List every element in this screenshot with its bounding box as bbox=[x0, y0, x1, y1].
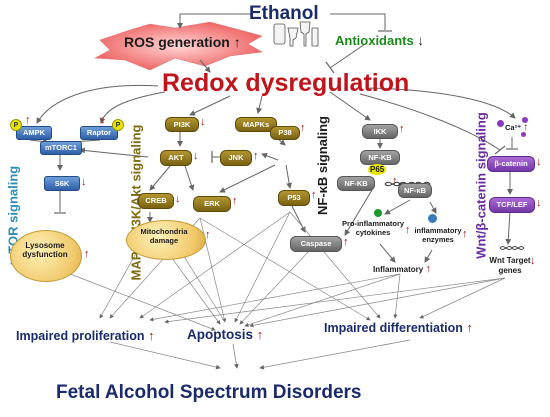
raptor-down-arrow: ↓ bbox=[100, 114, 106, 126]
jnk-node: JNK bbox=[220, 150, 252, 166]
inflammatory-up-arrow: ↑ bbox=[425, 263, 431, 275]
ros-burst bbox=[93, 21, 263, 71]
cytokine-dot-icon bbox=[374, 209, 382, 217]
nfkb-signaling-label: NF-κB signaling bbox=[315, 116, 330, 215]
nfkb-node-p65: NF-KB bbox=[337, 176, 375, 191]
calcium-dot-icon bbox=[497, 120, 504, 127]
p65-label: P65 bbox=[368, 164, 387, 175]
antioxidants-text: Antioxidants bbox=[335, 33, 414, 48]
ros-generation-label: ROS generation ↑ bbox=[124, 35, 241, 49]
creb-down-arrow: ↓ bbox=[175, 193, 181, 205]
p65-text: P65 bbox=[368, 164, 387, 175]
enzymes-text: inflammatory enzymes bbox=[414, 226, 462, 244]
ethanol-title: Ethanol bbox=[249, 3, 319, 24]
up-arrow-icon: ↑ bbox=[233, 34, 241, 50]
calcium-up-arrow: ↑ bbox=[523, 122, 529, 133]
caspase-up-arrow: ↑ bbox=[343, 236, 349, 248]
fasd-title: Fetal Alcohol Spectrum Disorders bbox=[56, 382, 362, 403]
wnt-genes-down-arrow: ↓ bbox=[530, 255, 536, 267]
s6k-down-arrow: ↓ bbox=[81, 176, 87, 188]
nfkb-p65-up-arrow: ↑ bbox=[392, 175, 398, 187]
caspase-node: Caspase bbox=[290, 236, 342, 252]
s6k-node: S6K bbox=[44, 176, 80, 191]
akt-node: AKT bbox=[160, 150, 192, 166]
nfkb-node-nucleus: NF-κB bbox=[398, 183, 432, 198]
wnt-genes-text: Wnt Target genes bbox=[489, 256, 531, 275]
mitochondria-damage-label: Mitochondria damage bbox=[136, 227, 192, 245]
mitochondria-icon bbox=[126, 220, 206, 260]
p38-node: P38 bbox=[270, 126, 300, 140]
pi3k-node: PI3K bbox=[165, 117, 199, 132]
lysosome-cell-icon bbox=[10, 230, 82, 282]
ampk-node: AMPK bbox=[16, 126, 52, 140]
apoptosis-label: Apoptosis ↑ bbox=[187, 328, 263, 342]
inflammatory-label: Inflammatory ↑ bbox=[373, 264, 431, 275]
erk-node: ERK bbox=[193, 196, 231, 212]
calcium-label: Ca²⁺ ↑ bbox=[505, 123, 528, 133]
proliferation-text: Impaired proliferation bbox=[16, 329, 145, 343]
p38-up-arrow: ↑ bbox=[300, 122, 306, 134]
impaired-proliferation-label: Impaired proliferation ↑ bbox=[16, 329, 154, 343]
redox-dysregulation-title: Redox dysregulation bbox=[162, 69, 410, 97]
ikk-node: IKK bbox=[362, 124, 398, 139]
beta-catenin-node: β-catenin bbox=[487, 156, 535, 172]
down-arrow-icon: ↓ bbox=[417, 33, 424, 48]
erk-up-arrow: ↑ bbox=[232, 195, 238, 207]
inflammatory-enzymes-label: inflammatory enzymes bbox=[414, 226, 462, 244]
jnk-up-arrow: ↑ bbox=[253, 150, 259, 162]
nfkb-node-cytoplasm: NF-KB bbox=[360, 150, 400, 165]
impaired-differentiation-label: Impaired differentiation ↑ bbox=[324, 321, 473, 335]
differentiation-text: Impaired differentiation bbox=[324, 321, 463, 335]
raptor-phospho-badge: P bbox=[112, 119, 124, 131]
wnt-target-genes-label: Wnt Target genes bbox=[488, 256, 532, 275]
p53-up-arrow: ↑ bbox=[311, 189, 317, 201]
lysosome-dysfunction-label: Lysosome dysfunction bbox=[18, 241, 72, 259]
creb-node: CREB bbox=[138, 193, 174, 209]
p53-node: P53 bbox=[278, 190, 310, 206]
wnt-signaling-label: Wnt/β-catenin signaling bbox=[473, 112, 489, 259]
alcohol-glasses-icon bbox=[273, 21, 319, 47]
ikk-up-arrow: ↑ bbox=[399, 123, 405, 135]
akt-down-arrow: ↓ bbox=[193, 150, 199, 162]
pro-inflammatory-cytokines-label: Pro-inflammatory cytokines bbox=[340, 219, 406, 237]
wnt-dna-icon bbox=[499, 246, 525, 250]
calcium-dot-icon-3 bbox=[521, 132, 526, 137]
mtorc1-node: mTORC1 bbox=[40, 141, 82, 155]
calcium-text: Ca²⁺ bbox=[505, 123, 522, 132]
antioxidants-label: Antioxidants ↓ bbox=[335, 34, 424, 47]
proliferation-up-arrow: ↑ bbox=[147, 328, 155, 343]
calcium-dot-icon-2 bbox=[522, 117, 528, 123]
lysosome-text: Lysosome dysfunction bbox=[22, 241, 68, 260]
differentiation-up-arrow: ↑ bbox=[466, 320, 473, 335]
ros-generation-text: ROS generation bbox=[124, 34, 230, 50]
raptor-node: Raptor bbox=[80, 126, 118, 140]
mapks-node: MAPKs bbox=[235, 117, 277, 132]
mito-up-arrow: ↑ bbox=[205, 229, 211, 241]
enzymes-up-arrow: ↑ bbox=[462, 228, 468, 240]
inflammatory-text: Inflammatory bbox=[373, 265, 424, 274]
mitochondria-text: Mitochondria damage bbox=[140, 227, 188, 245]
apoptosis-up-arrow: ↑ bbox=[256, 327, 264, 342]
lysosome-up-arrow: ↑ bbox=[84, 248, 90, 260]
tcf-lef-down-arrow: ↓ bbox=[536, 197, 542, 209]
proinflam-text: Pro-inflammatory cytokines bbox=[341, 219, 405, 237]
tcf-lef-node: TCF/LEF bbox=[489, 197, 535, 213]
cytokines-up-arrow: ↑ bbox=[405, 224, 411, 236]
apoptosis-text: Apoptosis bbox=[187, 327, 253, 342]
ampk-up-arrow: ↑ bbox=[25, 114, 31, 126]
ampk-phospho-badge: P bbox=[10, 119, 22, 131]
beta-catenin-down-arrow: ↓ bbox=[536, 156, 542, 168]
pi3k-down-arrow: ↓ bbox=[200, 116, 206, 128]
enzyme-dot-icon bbox=[428, 214, 437, 223]
